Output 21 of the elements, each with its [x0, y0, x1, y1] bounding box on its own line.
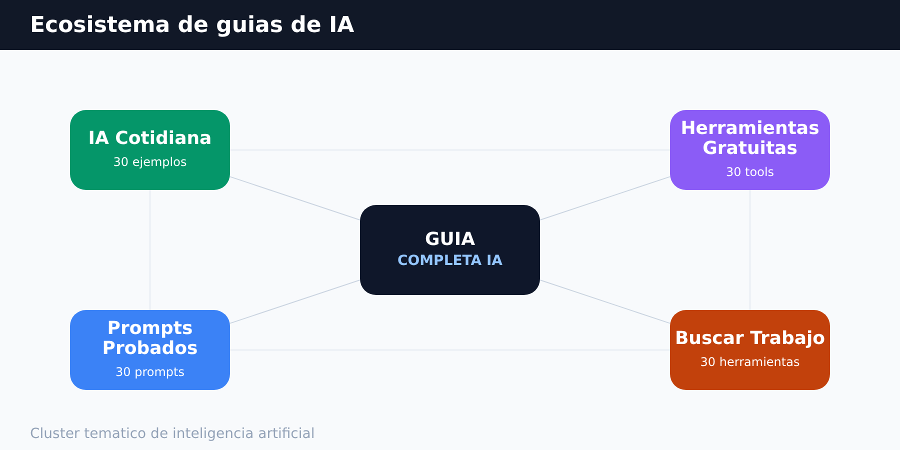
card-subtitle: 30 herramientas	[700, 354, 800, 371]
topic-card	[70, 110, 230, 190]
card-title: Buscar Trabajo	[674, 329, 826, 349]
topic-card	[670, 310, 830, 390]
card-title: Herramientas Gratuitas	[680, 119, 820, 159]
topic-card	[70, 310, 230, 390]
card-title: IA Cotidiana	[88, 129, 212, 149]
hub-box	[360, 205, 540, 295]
connector-line	[230, 280, 360, 324]
card-title: Prompts Probados	[101, 319, 199, 359]
title: Ecosistema de guias de IA	[30, 12, 354, 40]
connector-line	[540, 176, 670, 220]
card-subtitle: 30 tools	[726, 164, 774, 181]
topic-card	[670, 110, 830, 190]
footer-note: Cluster tematico de inteligencia artificial	[30, 425, 315, 444]
connector-line	[540, 280, 670, 324]
connector-line	[230, 176, 360, 220]
card-subtitle: 30 prompts	[116, 364, 184, 381]
card-subtitle: 30 ejemplos	[113, 154, 187, 171]
card-title: GUIA	[424, 228, 476, 250]
card-subtitle: COMPLETA IA	[397, 252, 503, 270]
